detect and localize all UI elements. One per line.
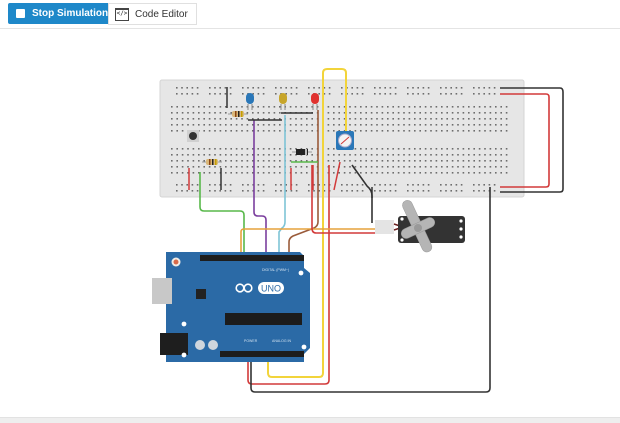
wire-green	[199, 172, 245, 258]
code-editor-button[interactable]: </> Code Editor	[108, 3, 197, 25]
wire-red-rail	[500, 93, 550, 188]
arduino-uno[interactable]: UNO DIGITAL (PWM~) POWER ANALOG IN	[152, 252, 310, 362]
micro-servo[interactable]	[375, 199, 465, 254]
wire-yellow-pot	[322, 68, 347, 200]
circuit-svg: UNO DIGITAL (PWM~) POWER ANALOG IN	[152, 68, 564, 393]
potentiometer[interactable]	[336, 131, 354, 150]
analog-header-label: ANALOG IN	[272, 339, 292, 343]
code-window-icon: </>	[115, 7, 129, 21]
wire-brown	[288, 110, 319, 258]
wire-black-ground	[250, 187, 491, 393]
arduino-infinity-logo	[235, 283, 253, 293]
wire-orange-servo	[240, 228, 376, 258]
wire-black-rail-top	[500, 87, 564, 193]
wire-red-servo	[311, 165, 376, 234]
led-red[interactable]	[311, 93, 319, 110]
stop-simulation-label: Stop Simulation	[32, 8, 109, 19]
wire-cyan	[278, 115, 286, 258]
resistor-1[interactable]	[228, 111, 248, 117]
wire-purple	[253, 120, 267, 258]
code-editor-label: Code Editor	[135, 8, 188, 20]
resistor-2[interactable]	[202, 159, 222, 165]
pushbutton[interactable]	[187, 130, 199, 142]
diode[interactable]	[292, 149, 312, 155]
power-header-label: POWER	[244, 339, 258, 343]
led-blue[interactable]	[246, 93, 254, 110]
circuit-canvas[interactable]: UNO DIGITAL (PWM~) POWER ANALOG IN	[0, 29, 620, 417]
wire-yellow-arduino	[267, 200, 324, 378]
wires	[188, 68, 564, 393]
stop-square-icon	[16, 9, 25, 18]
breadboard-holes	[171, 87, 508, 192]
stop-simulation-button[interactable]: Stop Simulation	[8, 3, 117, 24]
toolbar: Stop Simulation </> Code Editor	[0, 0, 620, 29]
digital-header-label: DIGITAL (PWM~)	[262, 268, 289, 272]
led-yellow[interactable]	[279, 93, 287, 110]
footer-bar	[0, 417, 620, 423]
wire-red-arduino	[247, 165, 330, 385]
board-label: UNO	[261, 284, 281, 294]
